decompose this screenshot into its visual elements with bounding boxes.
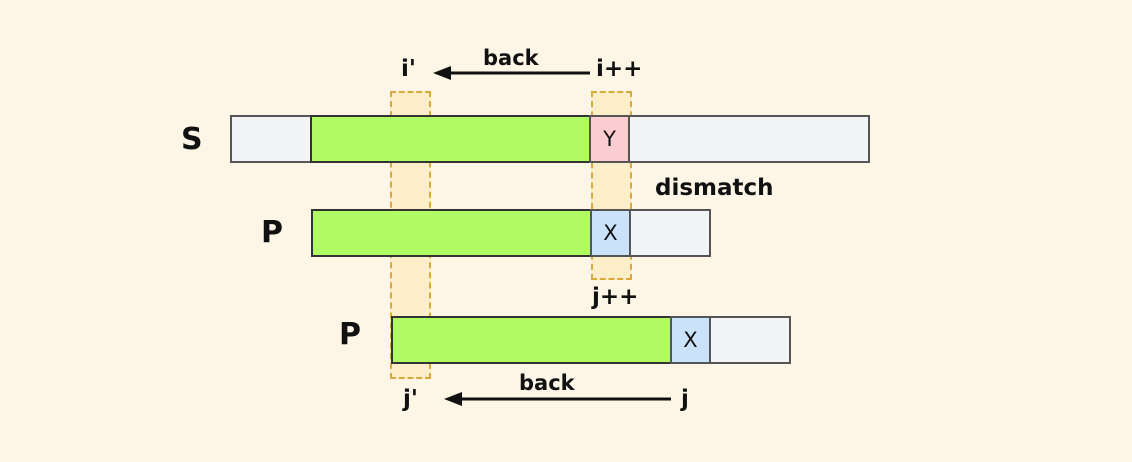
arrow-label-back-bottom: back: [519, 371, 575, 395]
row-label-p-aligned: P: [261, 215, 283, 250]
cell-s-prefix: [230, 115, 312, 163]
arrow-back-bottom-icon: [444, 392, 671, 406]
pointer-label-j: j: [681, 386, 689, 412]
arrow-back-top: [430, 62, 592, 84]
cell-s-mismatch: Y: [589, 115, 630, 163]
arrow-back-top-icon: [433, 66, 590, 80]
cell-p2-mismatch: X: [670, 316, 711, 364]
arrow-back-bottom: [441, 388, 673, 410]
cell-p-mismatch: X: [590, 209, 631, 257]
row-label-p-shifted: P: [339, 317, 361, 352]
cell-p-matched: [311, 209, 592, 257]
pattern-p-bar: X: [311, 209, 711, 257]
arrow-label-back-top: back: [483, 46, 539, 70]
row-label-s: S: [181, 122, 203, 157]
cell-p2-matched: [391, 316, 672, 364]
pattern-p-shifted-bar: X: [391, 316, 791, 364]
cell-p-suffix: [629, 209, 711, 257]
pointer-label-j-prime: j': [403, 386, 418, 412]
annotation-dismatch: dismatch: [655, 175, 774, 201]
cell-s-matched: [310, 115, 591, 163]
pointer-label-i-prime: i': [401, 56, 416, 82]
pointer-label-j-increment: j++: [592, 284, 639, 310]
cell-s-suffix: [628, 115, 870, 163]
cell-p2-suffix: [709, 316, 791, 364]
string-s-bar: Y: [230, 115, 870, 163]
pointer-label-i-increment: i++: [596, 56, 643, 82]
